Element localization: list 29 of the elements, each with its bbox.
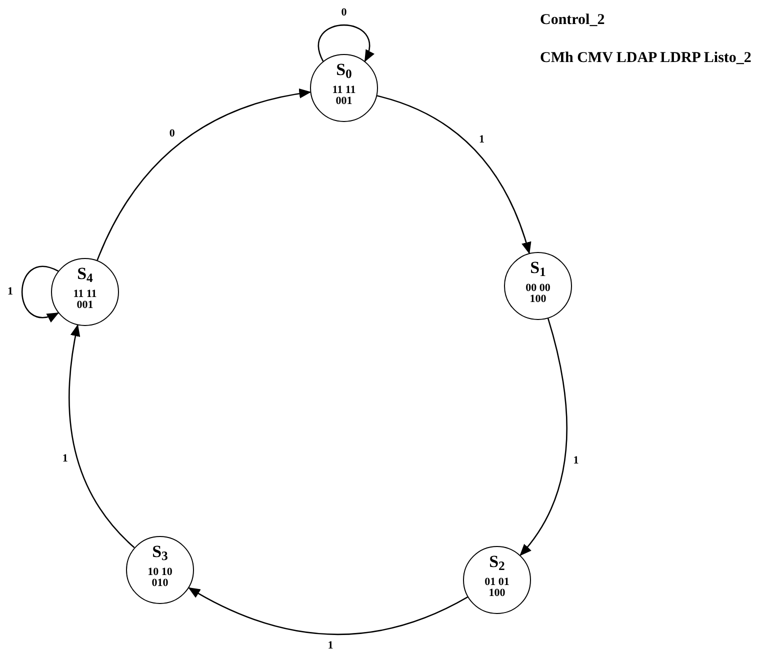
state-name: S$_{1}$: [530, 259, 546, 277]
transition-arrow: [520, 318, 568, 556]
state-output: 001: [76, 300, 94, 311]
edge-label: 0: [340, 8, 348, 19]
state-output: 11 11: [332, 85, 356, 96]
transition-arrow: [188, 587, 468, 635]
transition-arrow: [68, 324, 135, 548]
edge-label: 1: [61, 453, 69, 464]
transition-arrow: [376, 95, 531, 254]
transition-arrow: [96, 88, 312, 261]
edge-label: 0: [168, 128, 176, 140]
state-output: 01 01: [484, 577, 510, 588]
state-output: 100: [488, 588, 506, 599]
diagram-title: Control_2: [540, 11, 605, 30]
state-output: 11 11: [73, 289, 97, 300]
transition-arrow: [22, 266, 60, 322]
edge-label: 1: [6, 286, 14, 298]
state-output: 010: [152, 578, 168, 589]
transition-arrow: [318, 24, 374, 62]
state-name: S$_{4}$: [77, 265, 93, 283]
signal-names: CMh CMV LDAP LDRP Listo_2: [540, 49, 752, 68]
state-output: 10 10: [148, 567, 172, 578]
state-output: 100: [530, 294, 546, 305]
state-name: S$_{0}$: [336, 61, 352, 79]
edge-label: 1: [478, 134, 486, 146]
state-name: S$_{3}$: [152, 543, 168, 561]
state-output: 00 00: [526, 283, 550, 294]
state-name: S$_{2}$: [489, 553, 505, 571]
state-output: 001: [336, 96, 352, 107]
